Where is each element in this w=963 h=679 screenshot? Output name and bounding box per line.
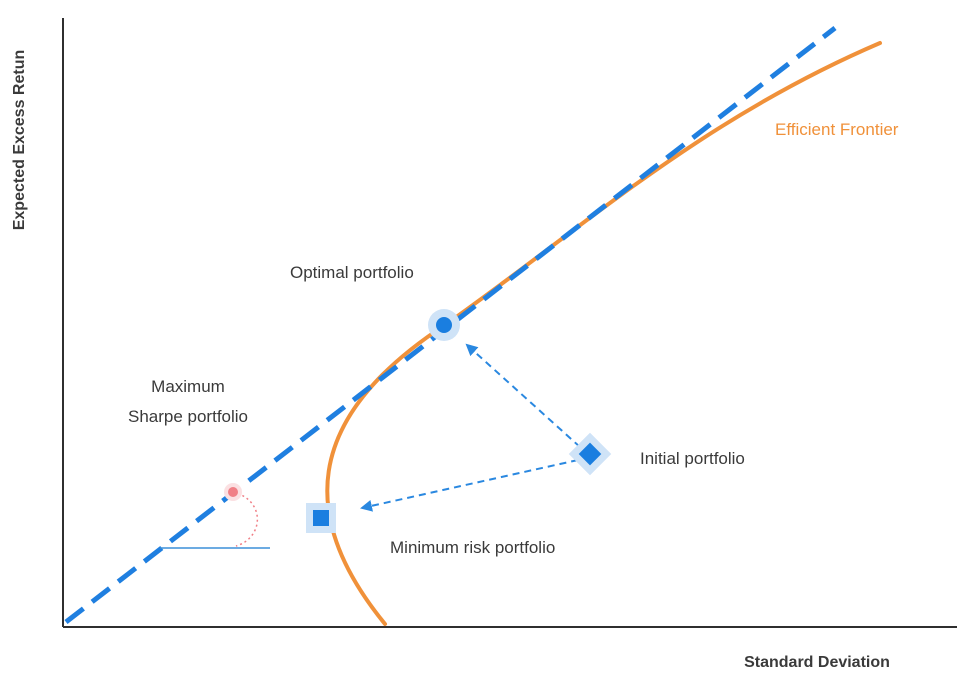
x-axis-title: Standard Deviation bbox=[744, 654, 890, 671]
optimal-portfolio-label: Optimal portfolio bbox=[290, 263, 414, 282]
min-risk-marker bbox=[313, 510, 329, 526]
y-axis-title: Expected Excess Retun bbox=[11, 50, 28, 231]
capital-allocation-line bbox=[64, 26, 837, 624]
max-sharpe-label-line2: Sharpe portfolio bbox=[128, 407, 248, 426]
max-sharpe-label-line1: Maximum bbox=[151, 377, 225, 396]
initial-portfolio-label: Initial portfolio bbox=[640, 449, 745, 468]
arrow-to-min-risk bbox=[360, 459, 579, 512]
min-risk-portfolio-label: Minimum risk portfolio bbox=[390, 538, 555, 557]
arrow-to-optimal bbox=[465, 343, 581, 448]
initial-marker-group bbox=[568, 432, 612, 476]
efficient-frontier-label: Efficient Frontier bbox=[775, 120, 899, 139]
optimal-marker bbox=[436, 317, 452, 333]
sharpe-dot bbox=[228, 487, 238, 497]
